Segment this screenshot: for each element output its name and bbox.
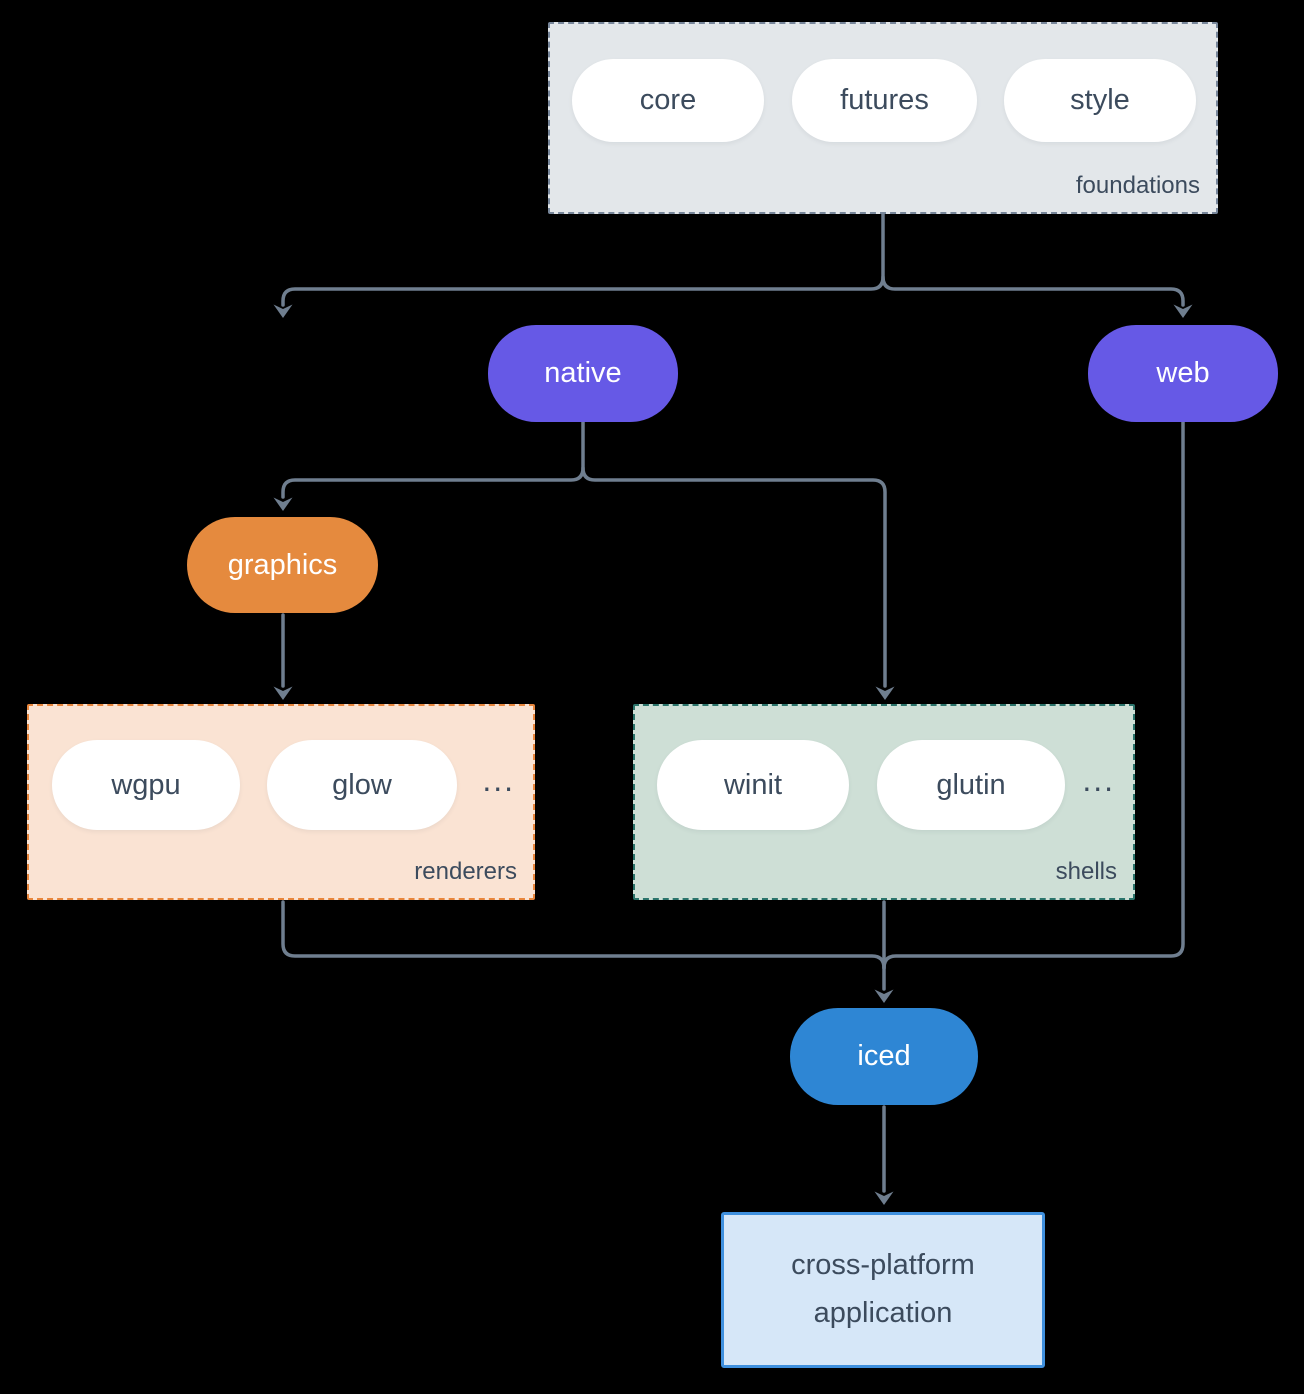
node-glutin: glutin xyxy=(877,740,1065,830)
application-label-line1: cross-platform xyxy=(791,1249,975,1282)
arrowhead-iced xyxy=(874,989,894,1003)
shells-ellipsis: ... xyxy=(1082,762,1115,798)
group-foundations-label: foundations xyxy=(1075,172,1200,199)
group-renderers-label: renderers xyxy=(414,858,517,885)
edge-renderers-iced xyxy=(281,900,886,970)
group-renderers: wgpu glow ... renderers xyxy=(27,704,535,900)
arrowhead-native xyxy=(273,304,293,318)
node-winit: winit xyxy=(657,740,849,830)
arrowhead-graphics xyxy=(273,497,293,511)
renderers-ellipsis: ... xyxy=(482,762,515,798)
node-core: core xyxy=(572,59,764,142)
edge-native-graphics xyxy=(281,420,585,499)
arrowhead-shells xyxy=(875,686,895,700)
node-wgpu: wgpu xyxy=(52,740,240,830)
edge-native-shells xyxy=(581,466,887,688)
arrowhead-application xyxy=(874,1191,894,1205)
application-label-line2: application xyxy=(813,1297,953,1329)
node-iced: iced xyxy=(790,1008,978,1105)
node-application: cross-platform application xyxy=(721,1212,1045,1368)
arrowhead-renderers xyxy=(273,686,293,700)
node-style: style xyxy=(1004,59,1196,142)
node-graphics: graphics xyxy=(187,517,378,613)
edge-foundations-native xyxy=(281,212,885,307)
arrowhead-web xyxy=(1173,304,1193,318)
node-web: web xyxy=(1088,325,1278,422)
group-shells-label: shells xyxy=(1055,858,1117,885)
group-shells: winit glutin ... shells xyxy=(633,704,1135,900)
node-glow: glow xyxy=(267,740,457,830)
edge-foundations-web xyxy=(881,275,1185,307)
group-foundations: core futures style foundations xyxy=(548,22,1218,214)
node-native: native xyxy=(488,325,678,422)
node-futures: futures xyxy=(792,59,977,142)
